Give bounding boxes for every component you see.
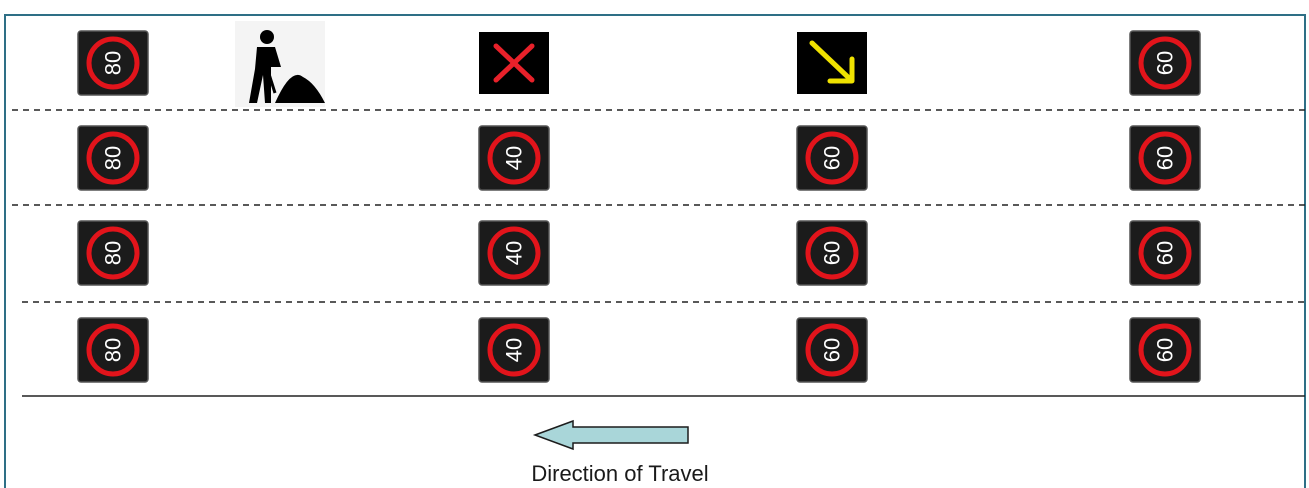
- speed-ring: [1138, 226, 1192, 280]
- speed-sign-60: 60: [796, 220, 868, 286]
- speed-value: 60: [1153, 338, 1178, 362]
- speed-sign-80: 80: [77, 125, 149, 191]
- speed-value: 60: [820, 338, 845, 362]
- speed-value: 60: [820, 146, 845, 170]
- speed-value: 80: [101, 338, 126, 362]
- worker-head: [260, 30, 274, 44]
- speed-sign-80: 80: [77, 317, 149, 383]
- speed-ring: [805, 226, 859, 280]
- speed-ring: [1138, 131, 1192, 185]
- speed-sign-80: 80: [77, 220, 149, 286]
- speed-value: 80: [101, 241, 126, 265]
- direction-arrow: [532, 419, 689, 451]
- speed-value: 80: [101, 146, 126, 170]
- diagram-frame: [4, 14, 1306, 488]
- speed-ring: [86, 226, 140, 280]
- speed-value: 60: [1153, 146, 1178, 170]
- speed-value: 60: [1153, 241, 1178, 265]
- shovel: [261, 54, 277, 94]
- merge-arrow-head: [827, 56, 855, 84]
- merge-arrow-shaft: [809, 40, 853, 82]
- cross-mark: [493, 43, 535, 83]
- speed-sign-60: 60: [796, 317, 868, 383]
- speed-ring: [487, 323, 541, 377]
- speed-sign-80: 80: [77, 30, 149, 96]
- speed-value: 60: [1153, 51, 1178, 75]
- roadworks-icon: [235, 21, 325, 107]
- signs-layer: 80 80 80 80 40 40 40 60 60 60 60 60 60 60: [77, 21, 1201, 383]
- speed-sign-60: 60: [1129, 317, 1201, 383]
- worker-body: [249, 47, 281, 103]
- speed-ring: [86, 323, 140, 377]
- speed-value: 60: [820, 241, 845, 265]
- speed-sign-40: 40: [478, 317, 550, 383]
- speed-ring: [805, 323, 859, 377]
- speed-value: 40: [502, 241, 527, 265]
- speed-sign-40: 40: [478, 125, 550, 191]
- speed-sign-60: 60: [1129, 30, 1201, 96]
- speed-value: 80: [101, 51, 126, 75]
- speed-ring: [1138, 323, 1192, 377]
- speed-ring: [487, 226, 541, 280]
- merge-arrow-icon: [797, 32, 867, 94]
- speed-sign-60: 60: [1129, 125, 1201, 191]
- speed-sign-60: 60: [1129, 220, 1201, 286]
- speed-sign-60: 60: [796, 125, 868, 191]
- speed-value: 40: [502, 146, 527, 170]
- speed-value: 40: [502, 338, 527, 362]
- dirt-pile: [275, 74, 325, 103]
- direction-caption: Direction of Travel: [531, 461, 708, 486]
- speed-sign-40: 40: [478, 220, 550, 286]
- lane-closed-icon: [479, 32, 549, 94]
- speed-ring: [86, 36, 140, 90]
- speed-ring: [1138, 36, 1192, 90]
- speed-ring: [805, 131, 859, 185]
- speed-ring: [86, 131, 140, 185]
- speed-ring: [487, 131, 541, 185]
